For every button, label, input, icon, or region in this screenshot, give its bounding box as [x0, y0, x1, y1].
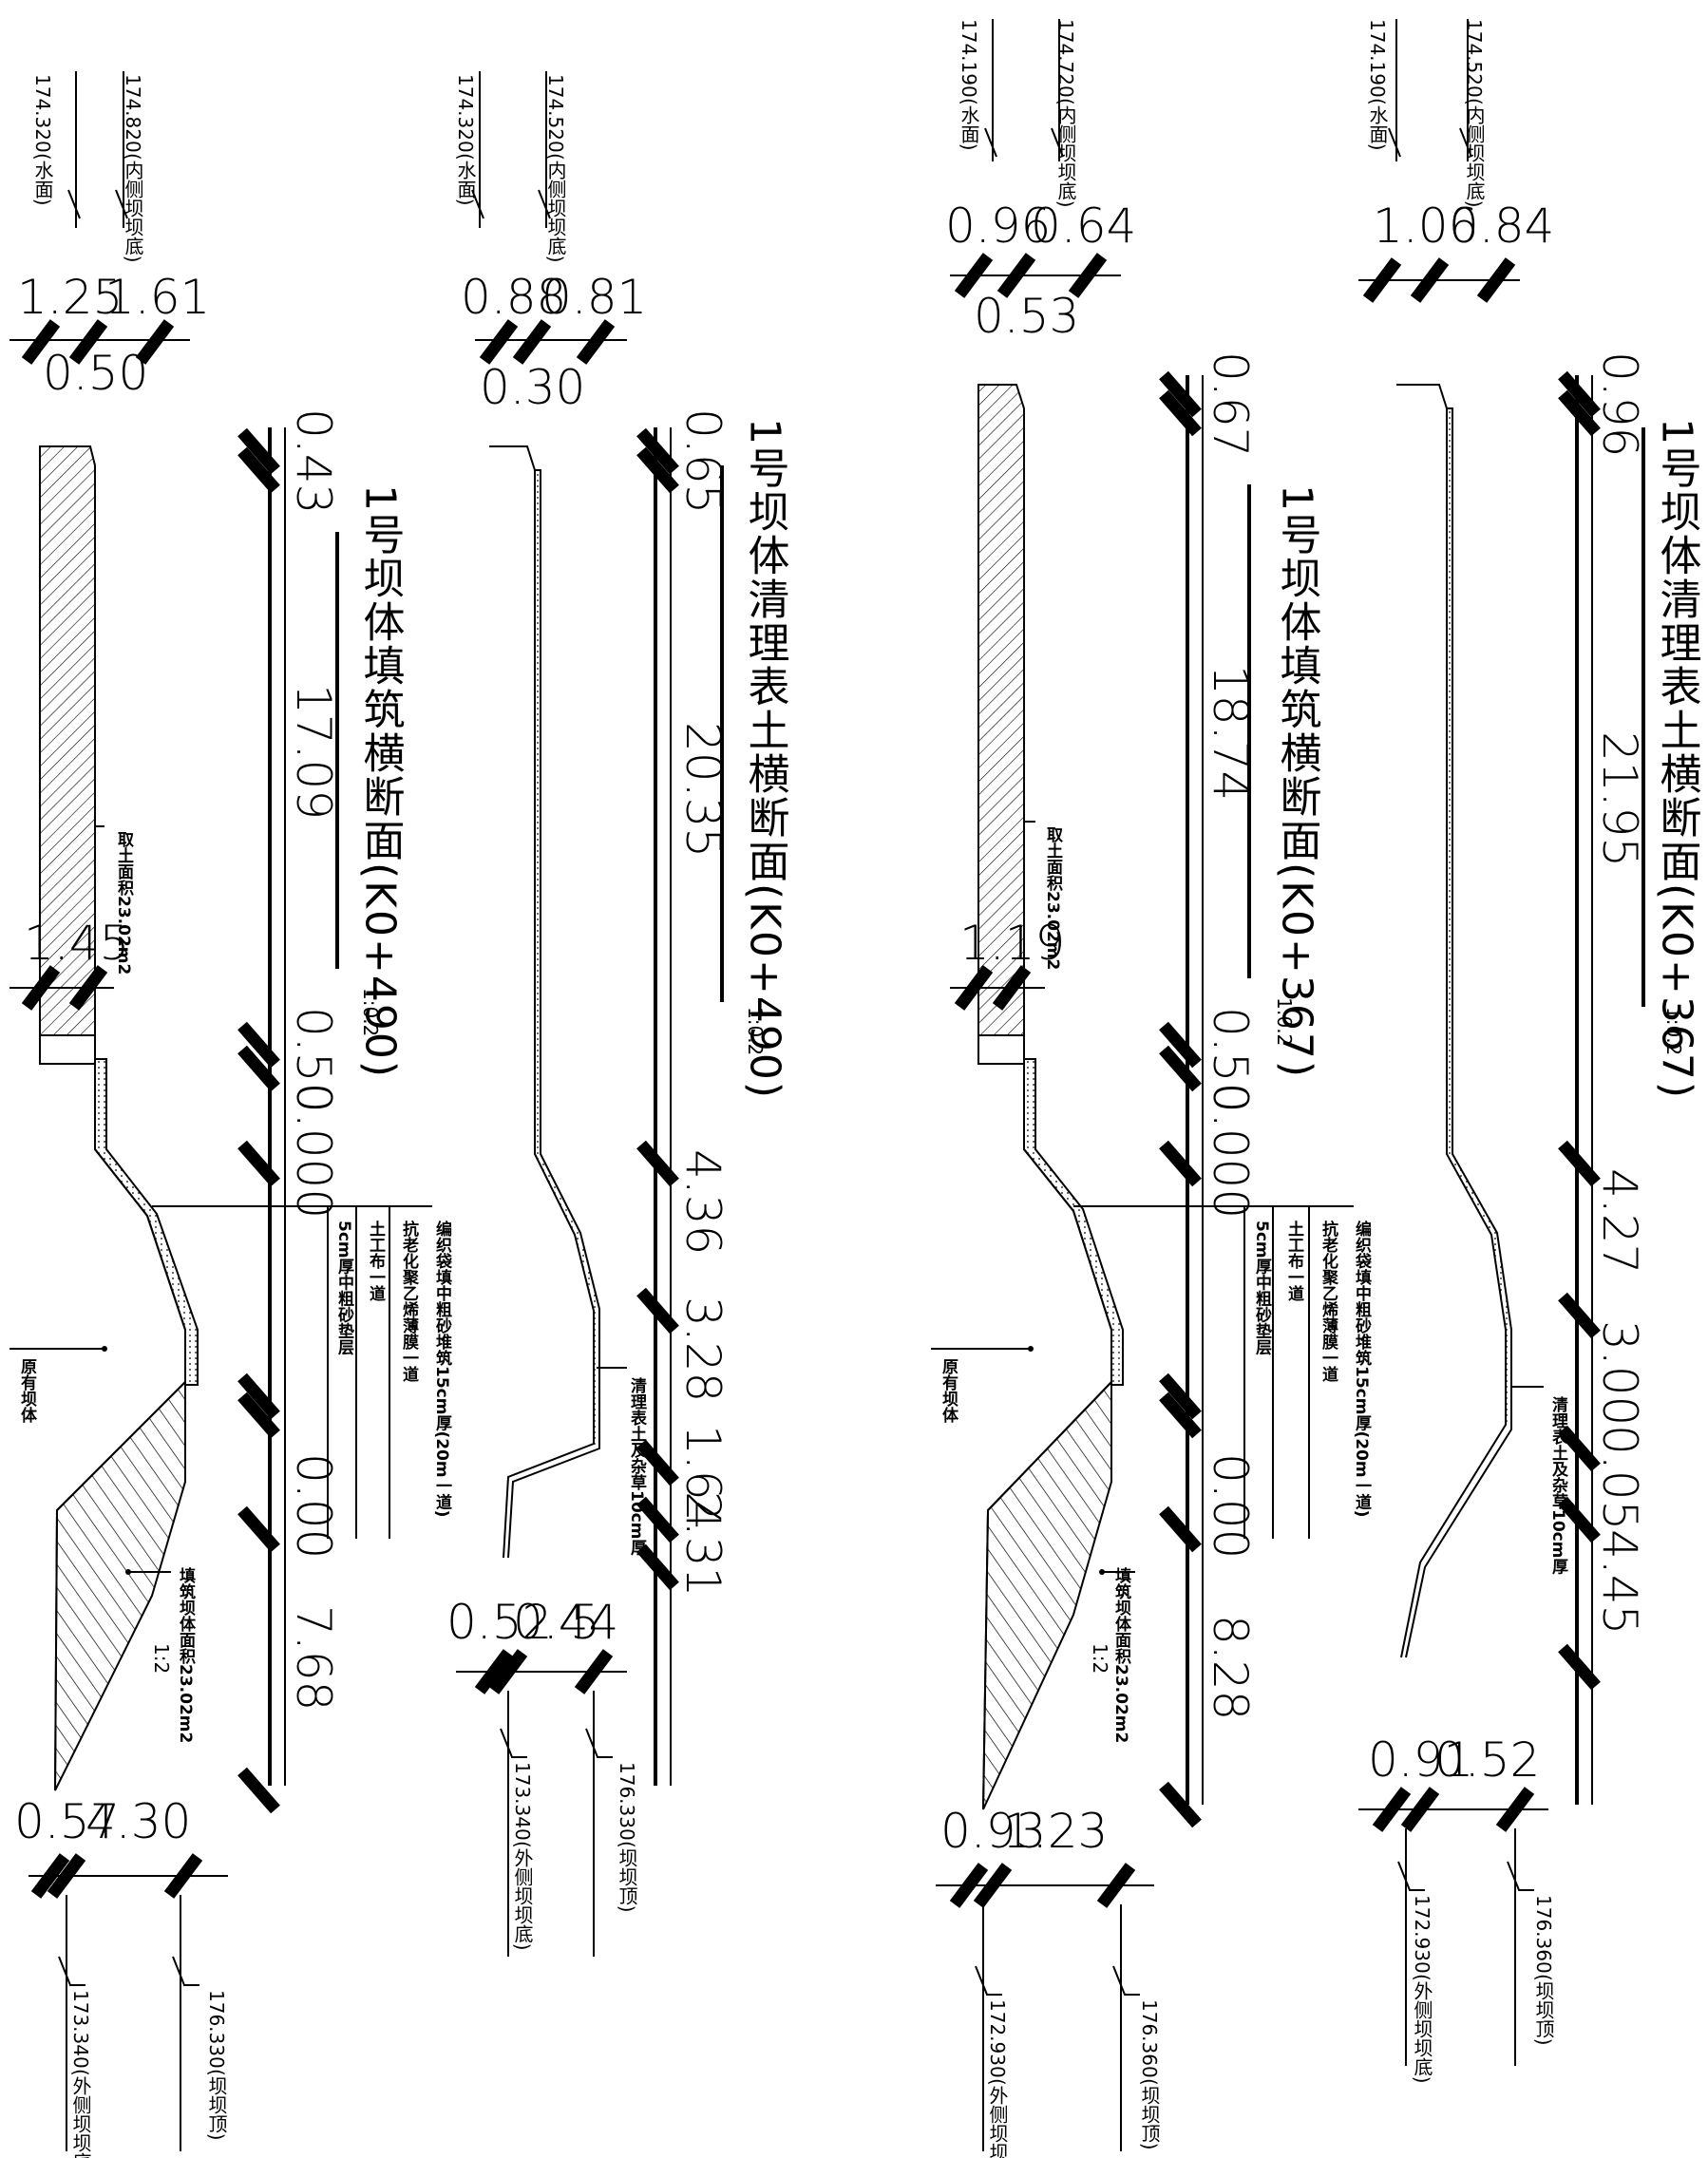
s1-slope-fill: 1:2 — [150, 1643, 173, 1674]
s1-note-4: 5cm厚中粗砂垫层 — [334, 1221, 354, 1356]
s1-slope-top: 1:0.2 — [359, 988, 382, 1036]
s3-dim-right-5: 0.00 — [1203, 1453, 1258, 1559]
s4-dim-top-2: 0.84 — [1449, 199, 1554, 254]
s1-area-top: 取土面积23.02m2 — [114, 831, 134, 975]
s3-elev-bottom-2: 176.360(坝坝顶) — [1138, 1999, 1161, 2149]
s4-elev-top-2: 174.520(内侧坝坝底) — [1463, 19, 1486, 207]
s3-elev-bottom-1: 172.930(外侧坝坝底) — [986, 1999, 1009, 2158]
s4-dim-right-4: 3.00 — [1592, 1320, 1647, 1426]
s4-elev-top-1: 174.190(水面) — [1366, 19, 1389, 150]
s1-dim-right-1: 0.43 — [286, 408, 341, 514]
s4-note: 清理表土及杂草10cm厚 — [1548, 1395, 1568, 1575]
s1-dim-top-1: 1.25 — [17, 270, 123, 325]
s4-dim-right-5: 0.05 — [1592, 1425, 1647, 1530]
s4-dim-top-1: 1.06 — [1373, 199, 1478, 254]
s1-note-1: 编织袋填中粗砂堆筑15cm厚(20m一道) — [432, 1220, 453, 1517]
s4-dim-right-3: 4.27 — [1592, 1168, 1647, 1274]
s1-dim-bottom-2: 4.30 — [85, 1794, 191, 1849]
s3-dim-top-3: 0.53 — [974, 289, 1079, 344]
s4-elev-bottom-2: 176.360(坝坝顶) — [1532, 1895, 1555, 2045]
s3-slope-fill: 1:2 — [1089, 1643, 1111, 1674]
s1-dim-right-3: 0.50 — [286, 1007, 341, 1112]
s3-dim-right-1: 0.67 — [1203, 351, 1258, 457]
s2-dim-bottom-3: 5 — [570, 1595, 600, 1650]
s1-note-3: 土工布一道 — [366, 1220, 386, 1301]
s2-dim-top-3: 0.30 — [480, 360, 585, 415]
s3-dim-right-3: 0.50 — [1203, 1007, 1258, 1112]
s4-title: 1号坝体清理表土横断面(K0+367) — [1653, 418, 1701, 1100]
s3-dim-top-2: 0.64 — [1031, 199, 1136, 254]
s1-title: 1号坝体填筑横断面(K0+490) — [356, 484, 405, 1079]
section-3: 174.190(水面) 174.720(内侧坝坝底) 0.96 0.64 0.5… — [931, 19, 1373, 2158]
s2-dim-top-1: 0.88 — [461, 270, 566, 325]
s1-dim-bottom-1: 0.57 — [14, 1794, 120, 1849]
s3-dim-left: 1.19 — [959, 916, 1065, 971]
s1-elev-top-2: 174.820(内侧坝坝底) — [122, 74, 144, 262]
s3-dim-right-4: 0.000 — [1203, 1083, 1258, 1219]
s3-original: 原有坝体 — [939, 1358, 958, 1424]
s3-dim-top-1: 0.96 — [945, 199, 1051, 254]
s2-slope-top: 1:0.2 — [744, 1007, 767, 1055]
s1-note-2: 抗老化聚乙烯薄膜一道 — [399, 1220, 420, 1382]
s3-slope-top: 1:0.2 — [1273, 997, 1296, 1046]
s3-note-4: 5cm厚中粗砂垫层 — [1252, 1221, 1272, 1356]
s3-dim-bottom-2: 1.23 — [1002, 1804, 1108, 1859]
s4-slope-top: 1:0.2 — [1662, 1007, 1685, 1055]
s1-dim-right-4: 0.000 — [286, 1083, 341, 1219]
s2-dim-top-2: 0.81 — [541, 270, 647, 325]
s1-dim-right-5: 0.00 — [286, 1453, 341, 1559]
s2-dim-right-5: 1.64 — [675, 1425, 731, 1530]
section-1: 174.320(水面) 174.820(内侧坝坝底) 1.25 1.61 0.5… — [9, 71, 453, 2158]
s2-title: 1号坝体清理表土横断面(K0+490) — [741, 418, 789, 1100]
s2-dim-bottom-2: 0.44 — [513, 1595, 618, 1650]
s3-dim-bottom-1: 0.93 — [940, 1804, 1046, 1859]
s2-elev-bottom-2: 176.330(坝坝顶) — [616, 1762, 638, 1912]
s1-elev-top-1: 174.320(水面) — [31, 74, 54, 205]
s1-dim-right-2: 17.09 — [286, 684, 341, 820]
s3-dim-right-6: 8.28 — [1203, 1615, 1258, 1720]
s3-note-3: 土工布一道 — [1284, 1220, 1304, 1301]
s3-title: 1号坝体填筑横断面(K0+367) — [1273, 484, 1321, 1079]
s1-dim-left: 1.45 — [24, 916, 129, 971]
s4-dim-bottom-1: 0.91 — [1368, 1732, 1473, 1788]
s4-elev-bottom-1: 172.930(外侧坝坝底) — [1411, 1895, 1433, 2083]
s2-elev-bottom-1: 173.340(外侧坝坝底) — [511, 1762, 534, 1950]
section-2: 174.320(水面) 174.520(内侧坝坝底) 0.88 0.81 0.3… — [446, 71, 789, 1957]
s1-dim-right-6: 7.68 — [286, 1605, 341, 1711]
s3-elev-top-1: 174.190(水面) — [958, 19, 980, 150]
s1-original: 原有坝体 — [17, 1358, 37, 1424]
section-4: 174.190(水面) 174.520(内侧坝坝底) 1.06 0.84 0.9… — [1358, 19, 1701, 2083]
s3-area-fill: 填筑坝体面积23.02m2 — [1111, 1566, 1131, 1743]
s2-dim-bottom-1: 0.52 — [446, 1595, 552, 1650]
s1-dim-top-3: 0.50 — [43, 346, 148, 401]
s1-elev-bottom-2: 176.330(坝坝顶) — [205, 1990, 228, 2140]
s4-dim-right-6: 4.45 — [1592, 1529, 1647, 1635]
s2-elev-top-2: 174.520(内侧坝坝底) — [544, 74, 567, 262]
s2-dim-right-6: 2.31 — [675, 1491, 731, 1597]
s1-dim-top-2: 1.61 — [104, 270, 210, 325]
s3-note-2: 抗老化聚乙烯薄膜一道 — [1319, 1220, 1339, 1382]
s3-elev-top-2: 174.720(内侧坝坝底) — [1054, 19, 1077, 207]
s4-dim-bottom-2: 0.52 — [1434, 1732, 1540, 1788]
s3-area-top: 取土面积23.02m2 — [1043, 826, 1063, 970]
s1-area-fill: 填筑坝体面积23.02m2 — [176, 1566, 196, 1743]
s2-elev-top-1: 174.320(水面) — [454, 74, 477, 205]
s2-dim-right-4: 3.28 — [675, 1297, 731, 1402]
s2-note: 清理表土及杂草10cm厚 — [627, 1376, 647, 1556]
s1-elev-bottom-1: 173.340(外侧坝坝底) — [69, 1990, 92, 2158]
s2-dim-right-3: 4.36 — [675, 1149, 731, 1255]
s4-dim-right-2: 21.95 — [1592, 731, 1647, 867]
s3-note-1: 编织袋填中粗砂堆筑15cm厚(20m一道) — [1352, 1220, 1373, 1517]
s4-dim-right-1: 0.96 — [1592, 351, 1647, 457]
